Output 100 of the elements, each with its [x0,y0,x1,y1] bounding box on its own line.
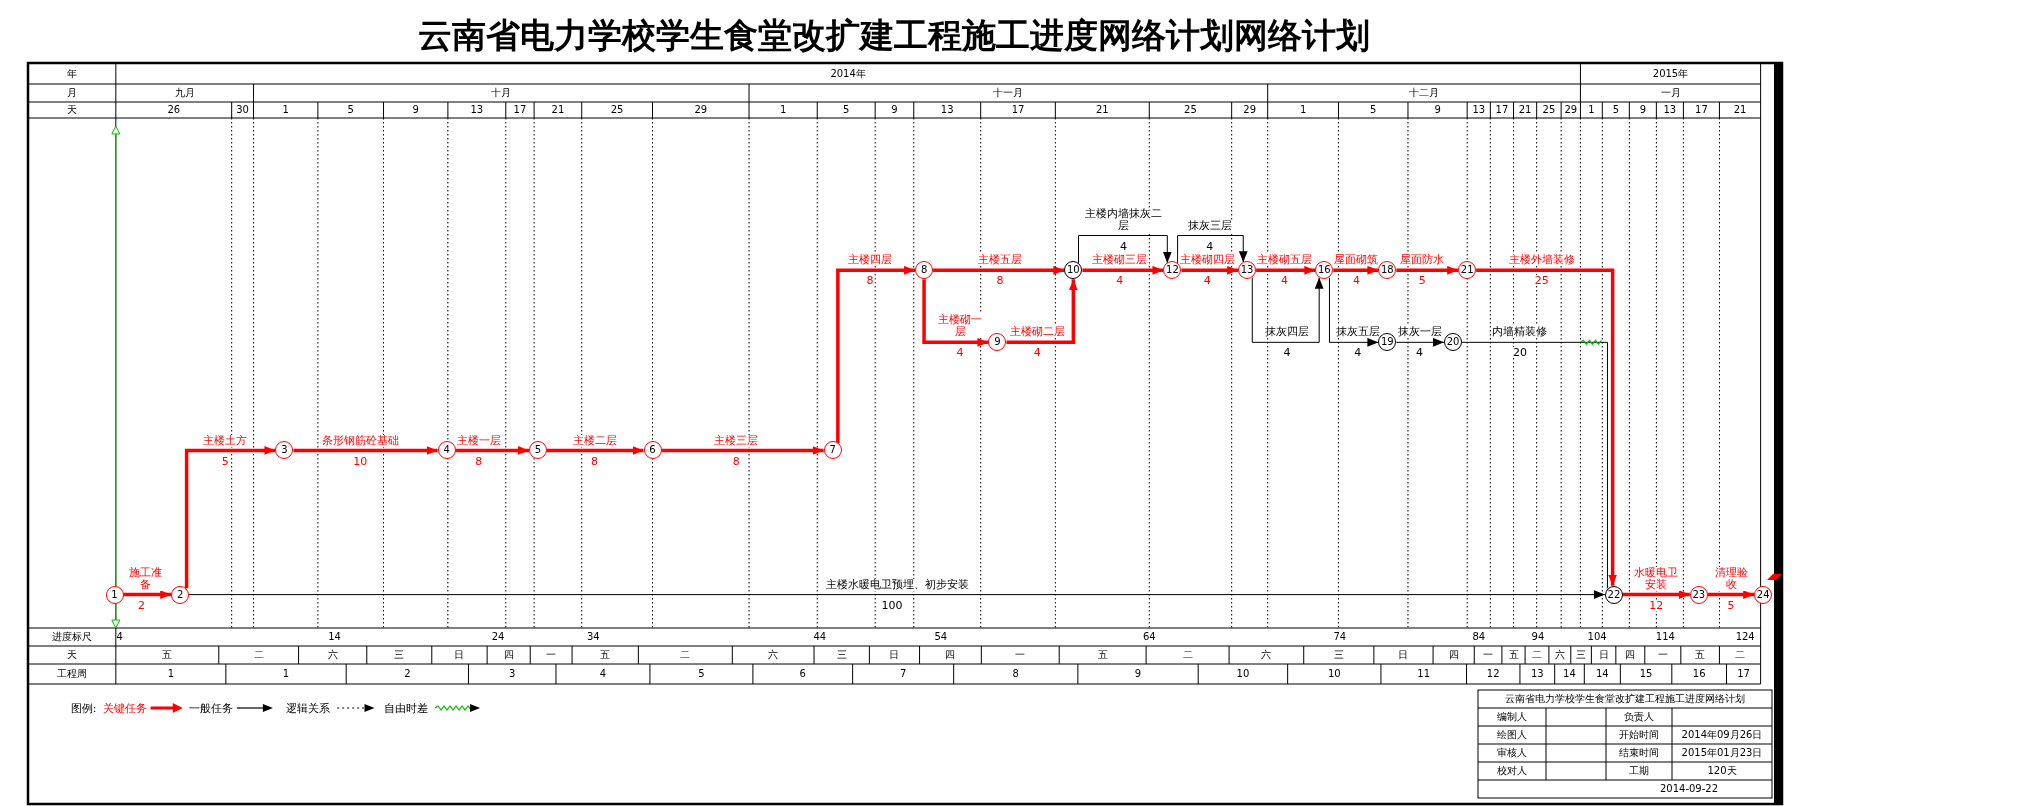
legend-text: 自由时差 [383,702,428,714]
week-number: 3 [509,669,516,679]
day-label: 21 [1518,105,1532,115]
row-header: 年 [66,68,77,79]
weekday-label: 二 [1182,650,1193,660]
duration-label: 4 [1279,275,1289,287]
row-header: 月 [66,88,77,98]
edge-label: 主楼内墙抹灰二层 [1083,207,1164,232]
diagram-title: 云南省电力学校学生食堂改扩建工程施工进度网络计划网络计划 [418,18,1371,52]
day-label: 25 [610,105,624,115]
duration-label: 4 [1119,240,1129,252]
duration-label: 4 [1032,347,1042,359]
weekday-label: 一 [1483,650,1494,660]
table-text: 审核人 [1497,748,1527,758]
weekday-label: 五 [1508,650,1519,660]
row-header: 进度标尺 [51,632,92,642]
arrow [1333,265,1379,275]
duration-label: 8 [590,455,600,467]
duration-label: 4 [1202,275,1212,287]
day-label: 9 [1434,105,1441,115]
weekday-label: 三 [1576,650,1587,660]
weekday-label: 六 [1261,650,1272,660]
edge-label: 主楼外墙装修 [1507,254,1576,267]
table-text: 校对人 [1497,766,1527,776]
duration-label: 5 [1726,599,1736,611]
weekday-label: 一 [1015,650,1026,660]
weekday-label: 六 [768,650,779,660]
arrow [1256,265,1316,275]
weekday-label: 日 [454,650,465,660]
arrow [123,590,172,599]
edge-label: 水暖电卫安装 [1632,566,1681,591]
month-label: 九月 [174,88,195,98]
day-label: 1 [779,105,787,115]
duration-label: 5 [220,455,230,467]
month-label: 一月 [1660,88,1681,98]
arrow [1395,337,1445,347]
arrow [1181,265,1239,275]
day-label: 1 [282,105,289,115]
table-text: 负责人 [1624,712,1654,722]
duration-label: 100 [880,599,904,611]
weekday-label: 日 [1398,650,1409,660]
edge-label: 施工准备 [127,566,164,591]
weekday-label: 六 [1554,650,1565,660]
scale-number: 24 [491,632,505,642]
legend-text: 关键任务 [102,702,147,714]
day-label: 25 [1542,105,1556,115]
weekday-label: 四 [503,650,514,660]
edge-label: 清理验收 [1713,566,1749,591]
edge-label: 屋面防水 [1399,254,1446,267]
duration-label: 4 [955,347,965,359]
arrow [1396,265,1459,275]
week-number: 4 [599,669,607,679]
weekday-label: 二 [680,650,691,660]
edge-label: 主楼砌四层 [1178,254,1236,267]
scale-number: 114 [1655,632,1675,642]
table-text: 2014-09-22 [1659,784,1719,794]
edge-label: 主楼三层 [713,434,760,447]
scale-number: 54 [934,632,948,642]
edge-label: 主楼砌一层 [937,314,984,339]
table-text: 开始时间 [1619,730,1659,740]
duration-label: 4 [1352,275,1361,287]
day-label: 9 [412,105,419,115]
day-label: 17 [1011,105,1025,115]
day-label: 13 [1472,105,1486,115]
week-number: 7 [899,669,907,679]
week-number: 2 [404,669,411,679]
edge-label: 主楼砌二层 [1008,326,1066,339]
duration-label: 4 [1282,347,1292,359]
edge-label: 主楼砌三层 [1091,254,1149,267]
table-text: 2015年01月23日 [1681,748,1763,758]
week-number: 8 [1012,669,1019,679]
edge-label: 主楼土方 [202,434,249,447]
day-label: 5 [843,105,850,115]
day-label: 17 [1495,105,1509,115]
table-text: 绘图人 [1497,730,1527,740]
table-text: 2014年09月26日 [1681,730,1763,740]
week-number: 12 [1486,669,1500,679]
edge-label: 抹灰三层 [1186,219,1233,232]
week-number: 10 [1236,669,1250,679]
row-header: 工程周 [56,669,87,679]
arrow [293,446,438,455]
scale-number: 124 [1735,632,1755,642]
legend-text: 一般任务 [189,702,234,714]
scale-number: 34 [586,632,600,642]
week-number: 1 [282,669,290,679]
week-number: 14 [1595,669,1609,679]
edge-label: 主楼砌五层 [1255,254,1313,267]
arrow [1082,265,1164,275]
day-label: 5 [1612,105,1619,115]
day-label: 5 [1370,105,1377,115]
arrow [184,446,276,589]
duration-label: 10 [352,455,369,467]
edge-label: 抹灰四层 [1264,326,1310,339]
edge-label: 屋面砌筑 [1333,254,1380,267]
scale-number: 4 [116,632,123,642]
scale-number: 64 [1142,632,1156,642]
weekday-label: 日 [889,650,900,660]
weekday-label: 二 [1735,650,1745,660]
day-label: 1 [1299,105,1307,115]
day-label: 21 [1733,105,1747,115]
